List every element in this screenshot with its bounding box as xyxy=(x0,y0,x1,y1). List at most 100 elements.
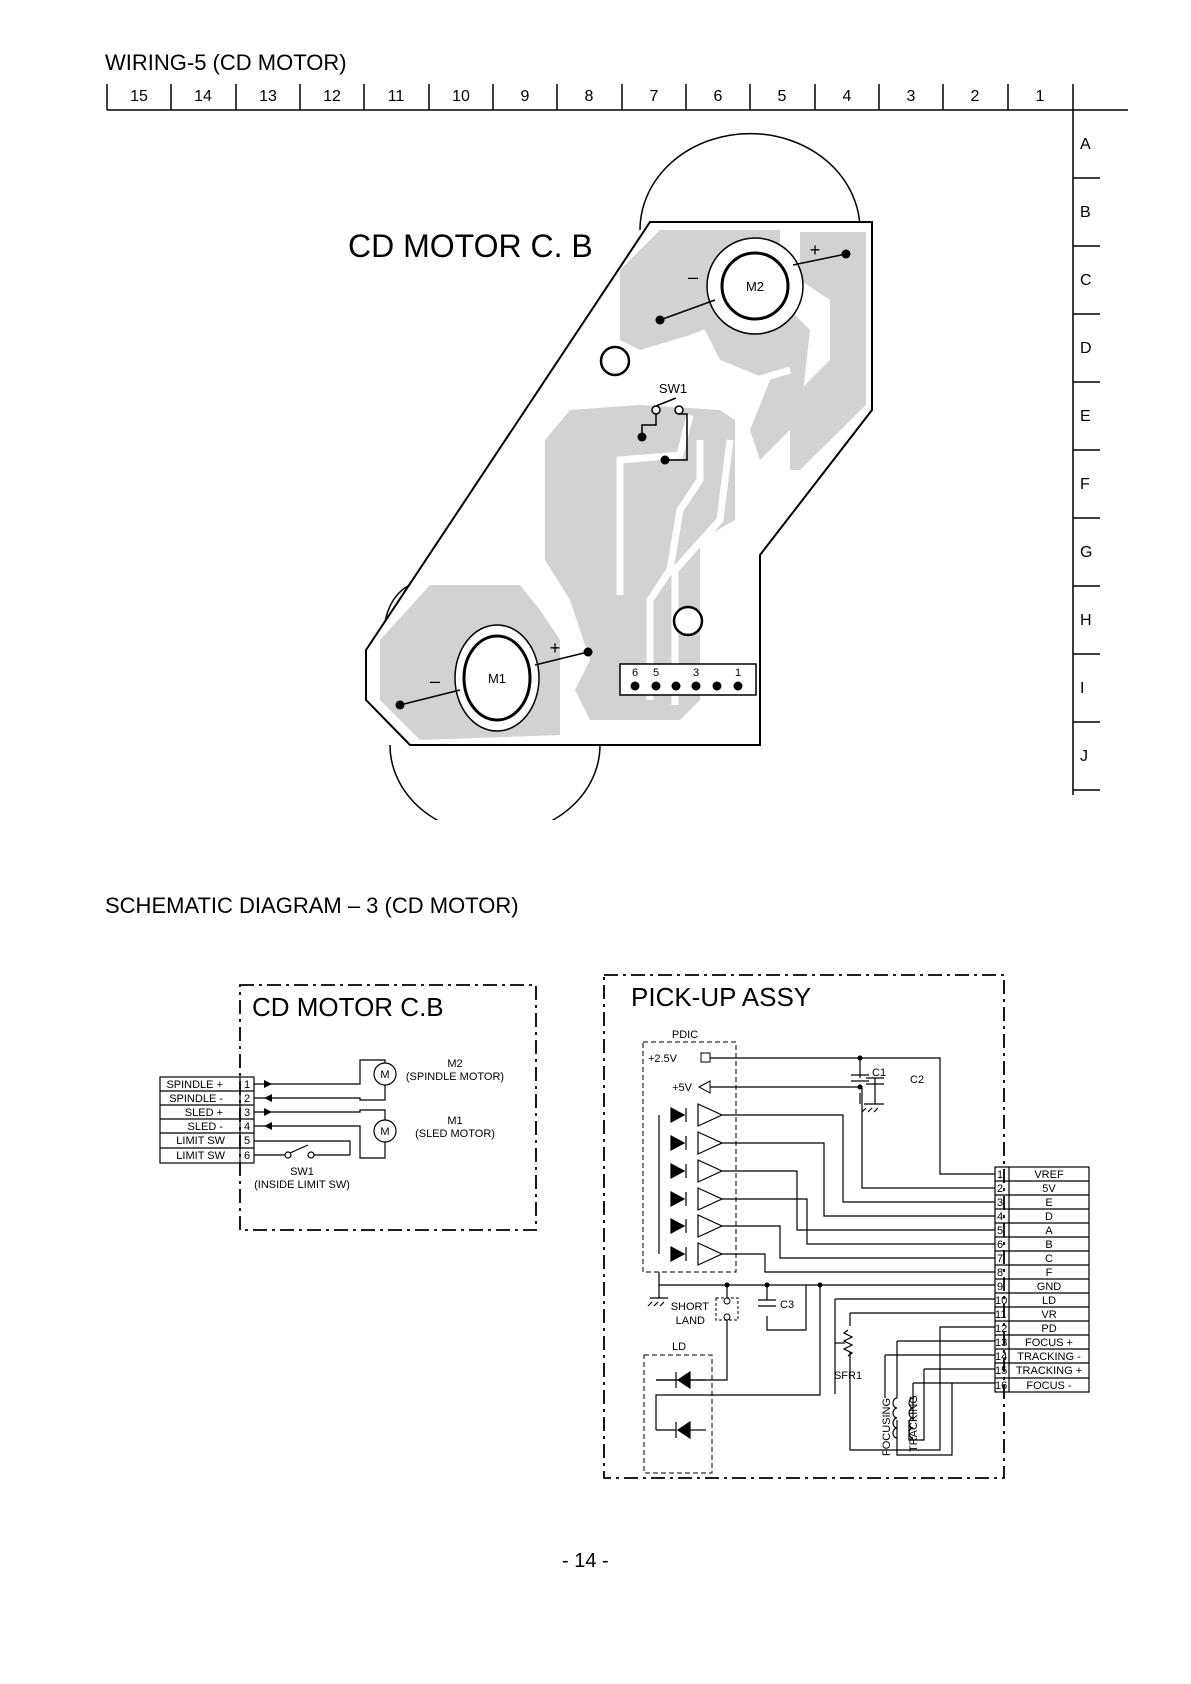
pin-name: C xyxy=(1045,1253,1053,1265)
capacitor-c1 xyxy=(851,1074,869,1082)
svg-text:M1: M1 xyxy=(447,1115,462,1127)
laser-diode xyxy=(656,1370,706,1440)
m1-plus-pad xyxy=(583,647,593,657)
m2-minus-lead xyxy=(659,299,716,321)
pin-name: LIMIT SW xyxy=(176,1150,225,1162)
svg-text:M: M xyxy=(380,1126,389,1138)
motor-connector xyxy=(159,1076,255,1164)
schematic-diagram: CD MOTOR C.B SPINDLE + SPINDLE - SLED + … xyxy=(159,974,1090,1479)
col-label: 9 xyxy=(521,88,530,105)
v5-label: +5V xyxy=(672,1082,693,1094)
schematic-title: SCHEMATIC DIAGRAM – 3 (CD MOTOR) xyxy=(105,893,519,918)
row-label: H xyxy=(1080,612,1092,629)
column-ruler xyxy=(106,84,1128,795)
row-label: C xyxy=(1080,272,1092,289)
col-label: 14 xyxy=(194,88,212,105)
svg-text:(SPINDLE MOTOR): (SPINDLE MOTOR) xyxy=(406,1071,504,1083)
svg-text:1: 1 xyxy=(735,667,741,679)
col-label: 4 xyxy=(843,88,852,105)
sw1-wire xyxy=(665,413,688,461)
col-label: 7 xyxy=(650,88,659,105)
c1-label: C1 xyxy=(872,1067,886,1079)
pickup-connector-names: VREF 5V E D A B C F GND LD VR PD FOCUS +… xyxy=(1016,1169,1082,1392)
wiring-diagram: 15 14 13 12 11 10 9 8 7 6 5 4 3 2 1 A B … xyxy=(106,84,1128,820)
ld-label: LD xyxy=(672,1341,686,1353)
pin-name: B xyxy=(1045,1239,1052,1251)
m1-minus-lead xyxy=(399,689,461,706)
pin-name: SLED + xyxy=(185,1107,223,1119)
row-label: A xyxy=(1080,136,1091,153)
svg-text:M2: M2 xyxy=(447,1058,462,1070)
col-label: 11 xyxy=(388,88,405,105)
pin-name: FOCUS - xyxy=(1026,1380,1072,1392)
pin-name: VREF xyxy=(1034,1169,1064,1181)
col-label: 15 xyxy=(130,88,148,105)
col-label: 10 xyxy=(452,88,470,105)
pin-num: 1 xyxy=(997,1169,1003,1181)
disc-outline-bottom xyxy=(389,744,601,820)
c3-label: C3 xyxy=(780,1299,794,1311)
trace-gaps xyxy=(616,366,792,705)
wiring-title: WIRING-5 (CD MOTOR) xyxy=(105,50,347,75)
row-label: B xyxy=(1080,204,1091,221)
column-labels: 15 14 13 12 11 10 9 8 7 6 5 4 3 2 1 xyxy=(130,88,1044,105)
land-label: LAND xyxy=(676,1315,705,1327)
motor-m1-symbol: M xyxy=(373,1119,397,1143)
sw1-wire xyxy=(641,414,657,437)
short-land-contact xyxy=(723,1297,731,1305)
pin-name: FOCUS + xyxy=(1025,1337,1073,1349)
pdic-label: PDIC xyxy=(672,1029,698,1041)
row-label: E xyxy=(1080,408,1091,425)
motor-m2-label: M2 xyxy=(746,279,764,294)
sfr1-label: SFR1 xyxy=(834,1370,862,1382)
page-number: - 14 - xyxy=(562,1550,609,1572)
m1-plus-sign: + xyxy=(550,638,561,658)
pin-num: 3 xyxy=(997,1197,1003,1209)
motor-wiring xyxy=(254,1059,386,1159)
pin-name: PD xyxy=(1041,1323,1056,1335)
pin-num: 11 xyxy=(995,1309,1006,1321)
v25-label: +2.5V xyxy=(648,1053,678,1065)
pin-num: 12 xyxy=(995,1323,1007,1335)
pin-name: LD xyxy=(1042,1295,1056,1307)
mounting-hole xyxy=(672,605,704,637)
m1-plus-lead xyxy=(534,651,589,666)
capacitor-c2 xyxy=(866,1077,884,1085)
svg-text:M: M xyxy=(380,1069,389,1081)
pin-num: 8 xyxy=(997,1267,1003,1279)
pin-name: A xyxy=(1045,1225,1053,1237)
row-label: F xyxy=(1080,476,1090,493)
pin-name: VR xyxy=(1041,1309,1056,1321)
col-label: 5 xyxy=(778,88,787,105)
pin-num: 16 xyxy=(995,1380,1007,1392)
svg-text:SW1: SW1 xyxy=(290,1166,314,1178)
svg-text:3: 3 xyxy=(693,667,699,679)
board-connector xyxy=(619,663,757,696)
pin-num: 7 xyxy=(997,1253,1003,1265)
pin-name: E xyxy=(1045,1197,1052,1209)
ld-box xyxy=(643,1354,713,1474)
sw1-schematic-symbol xyxy=(284,1144,315,1159)
col-label: 8 xyxy=(585,88,594,105)
svg-text:(INSIDE LIMIT SW): (INSIDE LIMIT SW) xyxy=(254,1179,350,1191)
svg-text:(SLED MOTOR): (SLED MOTOR) xyxy=(415,1128,495,1140)
short-land-contact xyxy=(723,1313,731,1321)
pin-name: D xyxy=(1045,1211,1053,1223)
sw1-contact xyxy=(674,405,684,415)
motor-connector-labels: SPINDLE + SPINDLE - SLED + SLED - LIMIT … xyxy=(166,1079,250,1162)
sw1-pad xyxy=(637,432,647,442)
pin-name: F xyxy=(1046,1267,1053,1279)
row-label: I xyxy=(1080,680,1084,697)
pin-name: LIMIT SW xyxy=(176,1135,225,1147)
pickup-wiring xyxy=(655,1057,995,1456)
pin-num: 2 xyxy=(997,1183,1003,1195)
col-label: 3 xyxy=(907,88,916,105)
row-label: D xyxy=(1080,340,1092,357)
pickup-junctions xyxy=(724,1055,863,1288)
pin-name: SLED - xyxy=(188,1121,224,1133)
pin-name: 5V xyxy=(1042,1183,1056,1195)
m1-minus-sign: – xyxy=(430,671,440,691)
pin-num: 3 xyxy=(244,1107,250,1119)
motor-arrows xyxy=(264,1080,272,1130)
pin-name: TRACKING + xyxy=(1016,1365,1082,1377)
